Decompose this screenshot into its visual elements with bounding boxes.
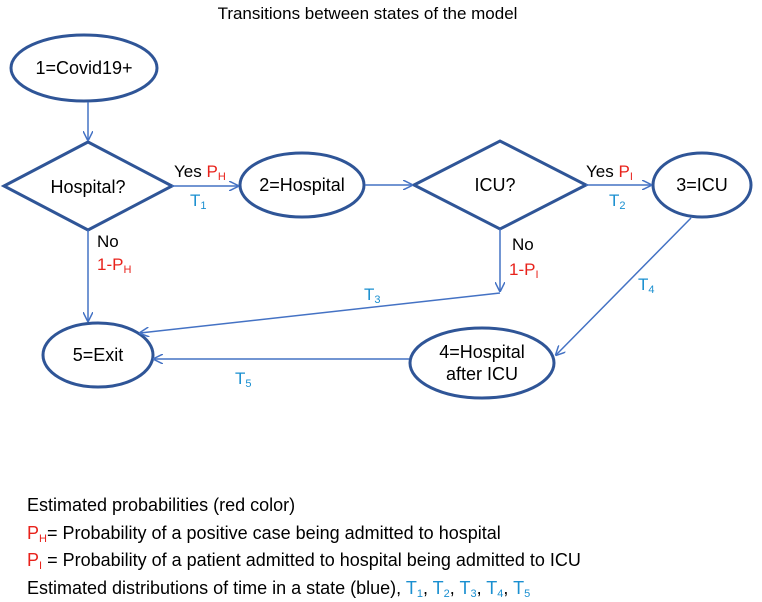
- label-hospital-no: No: [97, 233, 119, 250]
- legend-line-3: PI = Probability of a patient admitted t…: [27, 547, 581, 575]
- legend-line-2: PH= Probability of a positive case being…: [27, 520, 581, 548]
- label-p-i: PI: [618, 162, 632, 181]
- legend-p-i: PI: [27, 550, 42, 570]
- label-t1: T1: [190, 192, 207, 209]
- label-icu-yes: Yes PI: [586, 163, 633, 180]
- diagram-title: Transitions between states of the model: [0, 4, 735, 24]
- edge-t3-to-exit: [140, 293, 500, 333]
- edge-icu-to-hospital-after-icu: [556, 218, 691, 355]
- label-p-h: PH: [206, 162, 225, 181]
- label-t4: T4: [638, 276, 655, 293]
- legend-t5: T5: [513, 578, 530, 598]
- legend: Estimated probabilities (red color) PH= …: [27, 492, 581, 602]
- node-exit-label: 5=Exit: [46, 344, 150, 366]
- legend-line-4: Estimated distributions of time in a sta…: [27, 575, 581, 602]
- legend-t4: T4: [486, 578, 503, 598]
- node-hospital-label: 2=Hospital: [242, 174, 362, 196]
- label-one-minus-p-h: 1-PH: [97, 256, 131, 273]
- label-one-minus-p-i: 1-PI: [509, 261, 539, 278]
- node-hospital-after-icu-line2: after ICU: [412, 363, 552, 385]
- legend-t2: T2: [433, 578, 450, 598]
- node-hospital-decision-label: Hospital?: [28, 176, 148, 198]
- node-hospital-after-icu-label: 4=Hospital after ICU: [412, 341, 552, 385]
- legend-line-1: Estimated probabilities (red color): [27, 492, 581, 520]
- label-t3: T3: [364, 286, 381, 303]
- label-hospital-yes: Yes PH: [174, 163, 226, 180]
- legend-t3: T3: [459, 578, 476, 598]
- legend-p-h: PH: [27, 523, 47, 543]
- node-covid-label: 1=Covid19+: [14, 57, 154, 79]
- legend-t1: T1: [406, 578, 423, 598]
- node-icu-label: 3=ICU: [662, 174, 742, 196]
- node-icu-decision-label: ICU?: [450, 174, 540, 196]
- node-hospital-after-icu-line1: 4=Hospital: [412, 341, 552, 363]
- label-t2: T2: [609, 192, 626, 209]
- label-icu-no: No: [512, 236, 534, 253]
- label-t5: T5: [235, 370, 252, 387]
